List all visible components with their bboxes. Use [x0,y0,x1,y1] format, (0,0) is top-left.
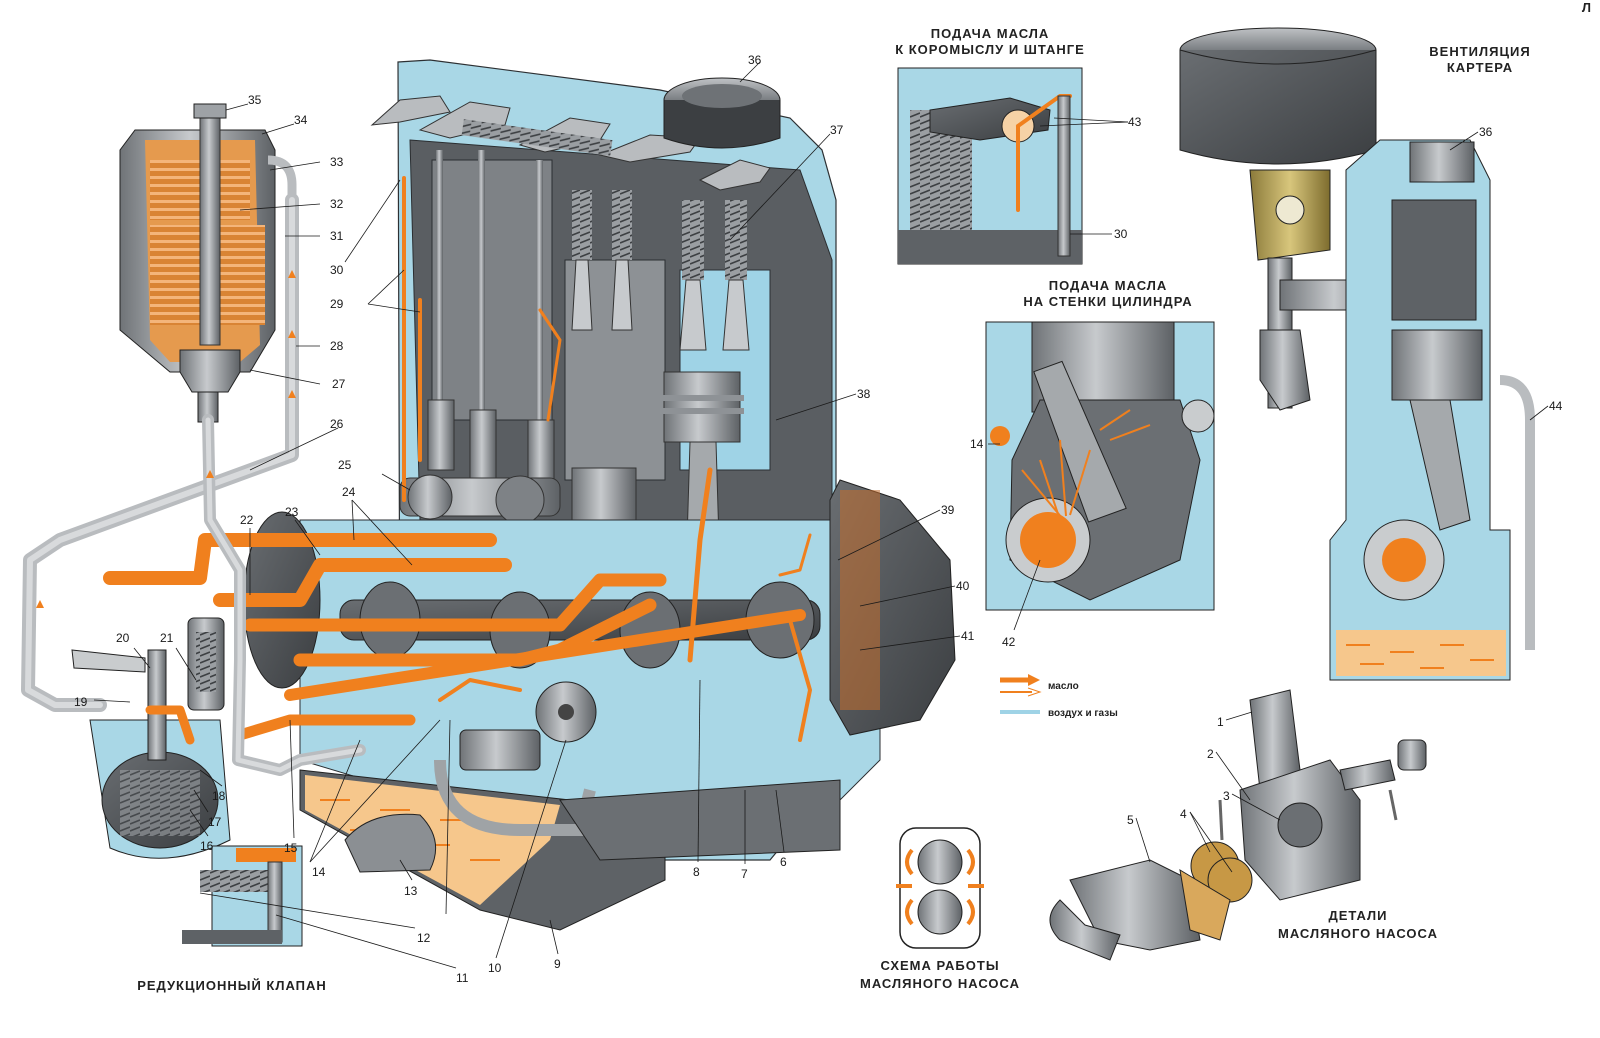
caption-scheme-line2: МАСЛЯНОГО НАСОСА [860,976,1020,991]
caption-cylinder-line2: НА СТЕНКИ ЦИЛИНДРА [1023,294,1192,309]
callout-18: 18 [212,789,226,803]
caption-rocker-line1: ПОДАЧА МАСЛА [931,26,1050,41]
legend: масло воздух и газы [1000,674,1118,719]
callout-12: 12 [417,931,431,945]
caption-parts-line1: ДЕТАЛИ [1328,908,1387,923]
callout-39: 39 [941,503,955,517]
caption-rocker-line2: К КОРОМЫСЛУ И ШТАНГЕ [895,42,1085,57]
callout-38: 38 [857,387,871,401]
callout-35: 35 [248,93,262,107]
legend-air-label: воздух и газы [1048,708,1118,719]
callout-30: 30 [330,263,344,277]
captions: ПОДАЧА МАСЛА К КОРОМЫСЛУ И ШТАНГЕ ПОДАЧА… [137,0,1592,993]
filter-pipes [21,193,366,776]
caption-parts-line2: МАСЛЯНОГО НАСОСА [1278,926,1438,941]
relief-valve-assembly [71,617,231,859]
inset-cylinder-wall [985,321,1215,611]
inset-rocker-feed [897,67,1083,265]
caption-scheme-line1: СХЕМА РАБОТЫ [880,958,999,973]
callout-24: 24 [342,485,356,499]
callout-22: 22 [240,513,254,527]
oil-filler-cap [663,77,781,149]
callout-40: 40 [956,579,970,593]
valve-train [571,190,750,351]
oil-receiver [344,813,437,873]
callout-4: 4 [1180,807,1187,821]
callout-33: 33 [330,155,344,169]
callout-28: 28 [330,339,344,353]
caption-relief-valve: РЕДУКЦИОННЫЙ КЛАПАН [137,978,327,993]
leader-lines [93,61,1549,969]
callout-1: 1 [1217,715,1224,729]
caption-cylinder-line1: ПОДАЧА МАСЛА [1049,278,1168,293]
oil-pump [434,681,597,836]
callout-23: 23 [285,505,299,519]
callout-5: 5 [1127,813,1134,827]
corner-mark: Л [1582,0,1592,15]
callout-8: 8 [693,865,700,879]
relief-valve-detail [182,845,303,947]
callout-14-inset: 14 [970,437,984,451]
caption-vent-line1: ВЕНТИЛЯЦИЯ [1429,44,1530,59]
callout-32: 32 [330,197,344,211]
callout-2: 2 [1207,747,1214,761]
callout-37: 37 [830,123,844,137]
callout-42: 42 [1002,635,1016,649]
callout-34: 34 [294,113,308,127]
callout-10: 10 [488,961,502,975]
oil-galleries [103,176,812,742]
oil-filter [119,103,297,423]
callout-19: 19 [74,695,88,709]
callout-41: 41 [961,629,975,643]
callout-16: 16 [200,839,214,853]
callout-43: 43 [1128,115,1142,129]
callout-7: 7 [741,867,748,881]
pump-parts [1049,689,1427,961]
callout-17: 17 [208,815,222,829]
callout-numbers: 1 2 3 4 5 6 7 8 9 10 11 12 13 14 15 16 1… [74,53,1563,985]
callout-3: 3 [1223,789,1230,803]
crankcase-ventilation [1179,27,1535,681]
pump-scheme [896,827,984,949]
callout-6: 6 [780,855,787,869]
callout-25: 25 [338,458,352,472]
callout-44: 44 [1549,399,1563,413]
legend-oil-swatch [1000,674,1042,697]
callout-27: 27 [332,377,346,391]
callout-36-vent: 36 [1479,125,1493,139]
callout-21: 21 [160,631,174,645]
callout-14: 14 [312,865,326,879]
callout-11: 11 [456,971,469,985]
callout-20: 20 [116,631,130,645]
rocker-arms [370,95,771,191]
callout-31: 31 [330,229,344,243]
callout-15: 15 [284,841,298,855]
legend-oil-label: масло [1048,681,1079,692]
callout-29: 29 [330,297,344,311]
callout-9: 9 [554,957,561,971]
callout-26: 26 [330,417,344,431]
callout-30-inset: 30 [1114,227,1128,241]
caption-vent-line2: КАРТЕРА [1447,60,1513,75]
callout-36: 36 [748,53,762,67]
camshaft [399,474,561,525]
callout-13: 13 [404,884,418,898]
cylinder-bore-1 [431,159,553,421]
